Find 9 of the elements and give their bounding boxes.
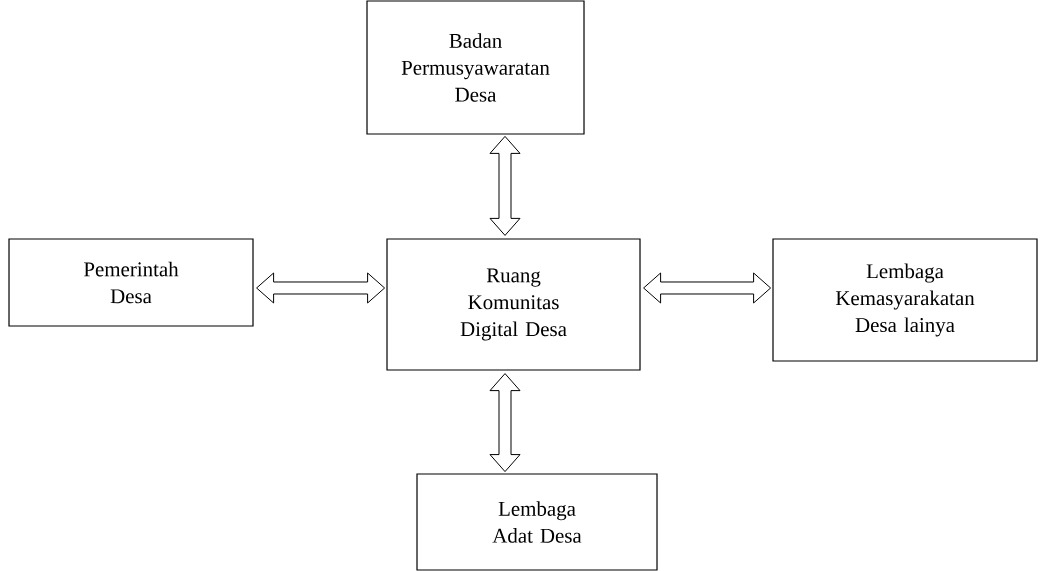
text-box: Lembaga Adat Desa (416, 473, 658, 571)
double-arrow (489, 135, 521, 236)
double-arrow (489, 373, 521, 473)
double-arrow (256, 272, 386, 304)
double-arrow (643, 272, 772, 304)
text-box: Ruang Komunitas Digital Desa (386, 238, 641, 371)
text-box: Pemerintah Desa (8, 238, 254, 327)
text-box: Lembaga Kemasyarakatan Desa lainya (772, 238, 1038, 362)
text-box: Badan Permusyawaratan Desa (366, 0, 585, 135)
